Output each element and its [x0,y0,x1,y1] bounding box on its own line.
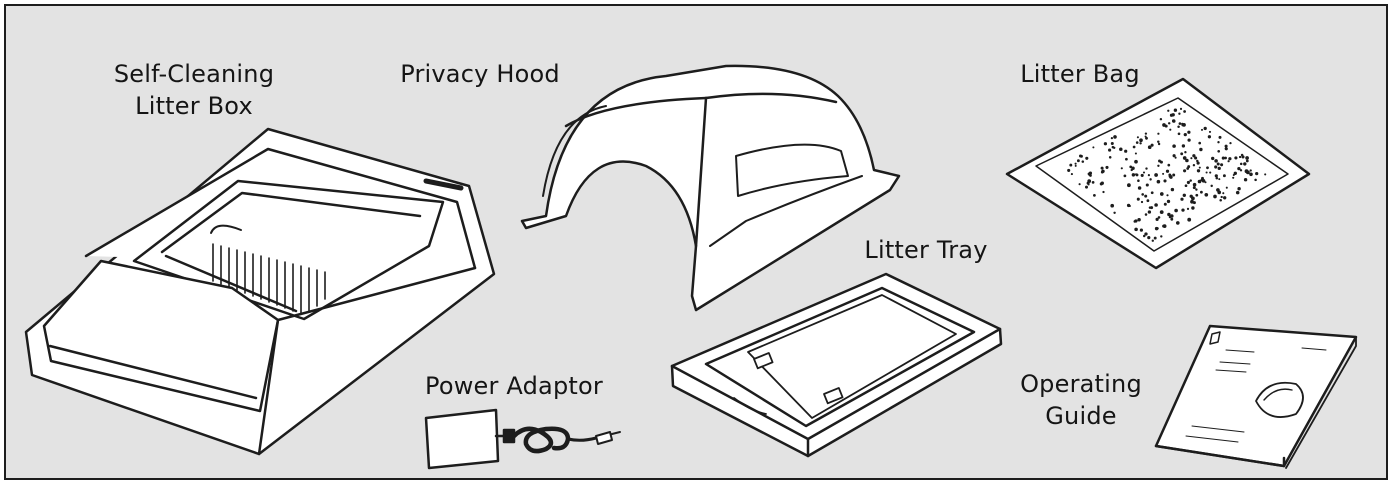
label-self-cleaning-line1: Self-Cleaning [113,60,275,88]
label-operating-guide-line1: Operating [1020,370,1142,398]
label-litter-tray: Litter Tray [864,236,988,264]
label-litter-bag: Litter Bag [1020,60,1140,88]
litter-box-illustration [24,127,496,456]
label-operating-guide: Operating Guide [1006,368,1156,432]
label-self-cleaning-litter-box: Self-Cleaning Litter Box [74,58,314,122]
operating-guide-illustration [1154,324,1358,469]
privacy-hood-illustration [520,64,901,312]
label-power-adaptor: Power Adaptor [425,372,603,400]
power-adaptor-illustration [424,408,621,470]
diagram-panel: Self-Cleaning Litter Box Privacy Hood Li… [4,4,1388,480]
components-illustration [24,64,1358,470]
litter-bag-illustration [1005,77,1311,270]
label-self-cleaning-line2: Litter Box [135,92,253,120]
litter-tray-illustration [670,272,1003,458]
label-operating-guide-line2: Guide [1045,402,1117,430]
label-privacy-hood: Privacy Hood [400,60,560,88]
